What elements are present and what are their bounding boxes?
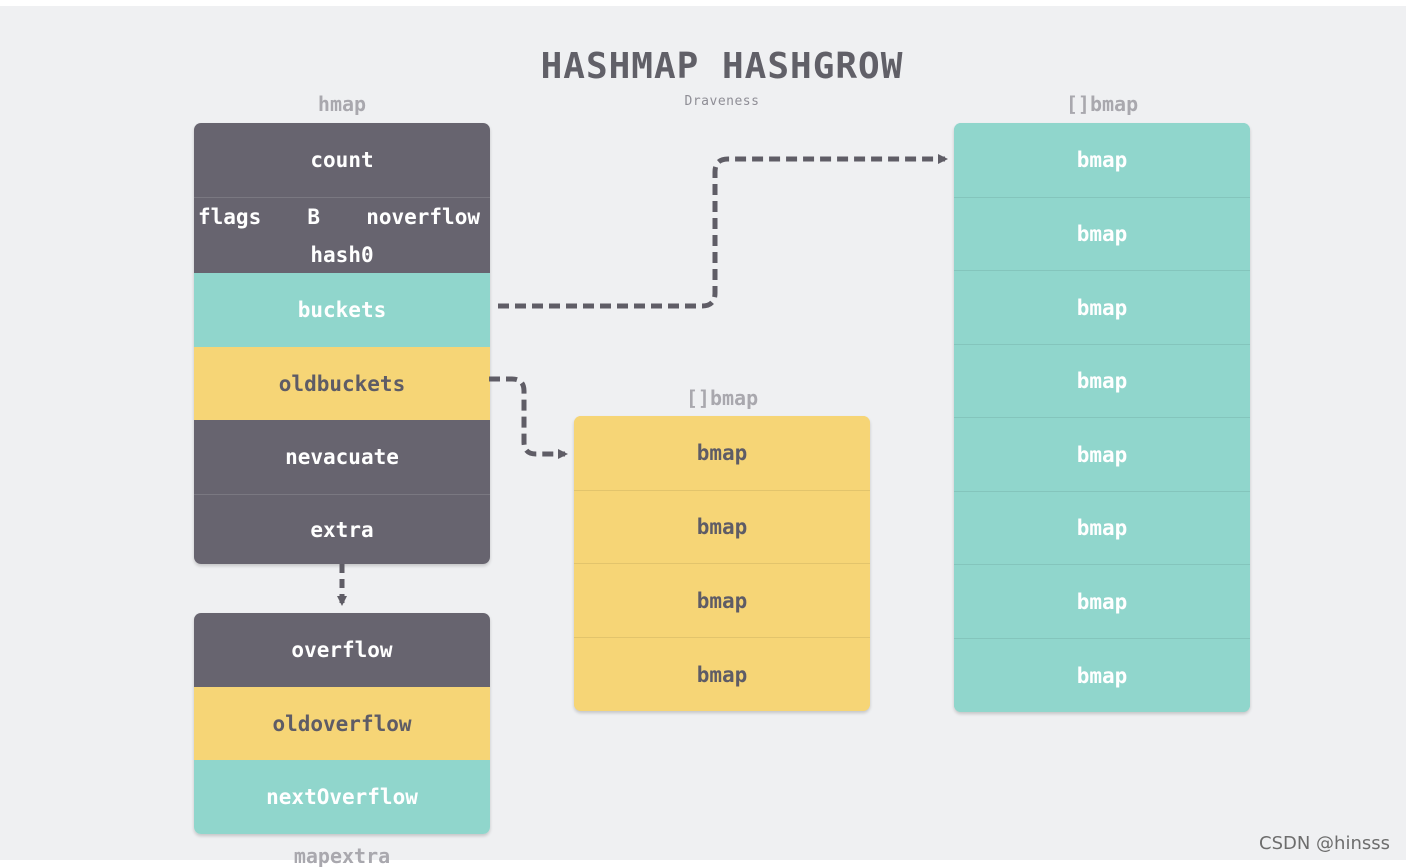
old-bucket-item: bmap xyxy=(574,637,870,711)
old-buckets-array: bmap bmap bmap bmap xyxy=(574,416,870,711)
mapextra-struct: overflow oldoverflow nextOverflow xyxy=(194,613,490,834)
hmap-field-row-flags: flags B noverflow xyxy=(194,197,490,236)
new-buckets-array: bmap bmap bmap bmap bmap bmap bmap bmap xyxy=(954,123,1250,712)
new-bucket-item: bmap xyxy=(954,197,1250,270)
hmap-field-buckets: buckets xyxy=(194,273,490,347)
hmap-label: hmap xyxy=(317,92,367,116)
new-bucket-item: bmap xyxy=(954,344,1250,417)
hmap-field-hash0: hash0 xyxy=(194,236,490,273)
hmap-field-noverflow: noverflow xyxy=(366,205,480,229)
mapextra-field-oldoverflow: oldoverflow xyxy=(194,687,490,760)
mapextra-field-overflow: overflow xyxy=(194,613,490,687)
old-bucket-item: bmap xyxy=(574,416,870,490)
old-bucket-item: bmap xyxy=(574,563,870,637)
watermark: CSDN @hinsss xyxy=(1259,833,1390,854)
old-bucket-item: bmap xyxy=(574,490,870,563)
new-bucket-item: bmap xyxy=(954,270,1250,344)
diagram-title: HASHMAP HASHGROW xyxy=(540,46,904,87)
pointer-arrows xyxy=(337,154,948,606)
old-buckets-label: []bmap xyxy=(685,386,759,410)
hmap-field-B: B xyxy=(307,205,321,229)
new-bucket-item: bmap xyxy=(954,638,1250,712)
hmap-struct: count flags B noverflow hash0 buckets ol… xyxy=(194,123,490,564)
hmap-field-flags: flags xyxy=(198,205,262,229)
diagram-canvas: HASHMAP HASHGROW Draveness hmap count fl… xyxy=(0,6,1406,868)
new-bucket-item: bmap xyxy=(954,417,1250,491)
hmap-field-nevacuate: nevacuate xyxy=(194,420,490,494)
oldbuckets-pointer-arrow xyxy=(489,376,568,459)
hmap-field-count: count xyxy=(194,123,490,197)
new-bucket-item: bmap xyxy=(954,123,1250,197)
new-bucket-item: bmap xyxy=(954,491,1250,564)
hmap-field-oldbuckets: oldbuckets xyxy=(194,347,490,420)
hmap-field-extra: extra xyxy=(194,494,490,564)
mapextra-field-nextoverflow: nextOverflow xyxy=(194,760,490,834)
new-bucket-item: bmap xyxy=(954,564,1250,638)
diagram-subtitle: Draveness xyxy=(684,94,760,109)
buckets-pointer-arrow xyxy=(498,154,948,309)
new-buckets-label: []bmap xyxy=(1065,92,1139,116)
